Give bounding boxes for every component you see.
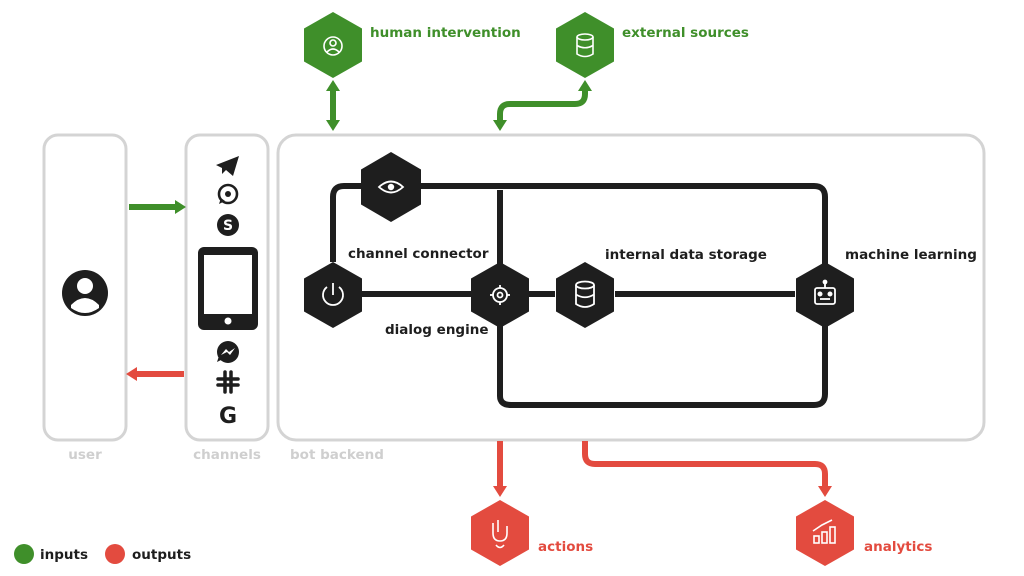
machine-learning-label: machine learning — [845, 247, 977, 263]
channels-container — [184, 133, 270, 442]
user-avatar-icon — [62, 270, 108, 316]
user-label: user — [68, 447, 102, 463]
actions-node — [471, 500, 529, 566]
messenger-icon — [217, 341, 239, 363]
user-to-channels-arrow — [129, 200, 186, 214]
backend-connectors — [330, 183, 828, 408]
eye-icon — [377, 180, 405, 194]
legend-inputs-label: inputs — [40, 547, 88, 563]
legend-outputs-swatch — [105, 544, 125, 564]
channel-connector-label: channel connector — [348, 246, 489, 262]
analytics-label: analytics — [864, 539, 932, 555]
skype-icon: S — [217, 214, 239, 236]
human-intervention-node — [304, 12, 362, 78]
google-icon: G — [219, 404, 237, 429]
actions-arrow — [493, 441, 507, 497]
bar-chart-icon — [812, 519, 836, 544]
plug-icon — [322, 283, 344, 306]
hand-pointer-icon — [492, 520, 508, 549]
svg-text:G: G — [219, 404, 237, 429]
channels-to-user-arrow — [126, 367, 184, 381]
channels-label: channels — [193, 447, 261, 463]
backend-container — [276, 133, 986, 442]
tablet-icon — [198, 247, 258, 330]
whatsapp-icon — [217, 183, 239, 205]
telegram-icon — [216, 156, 239, 176]
legend-outputs-label: outputs — [132, 547, 191, 563]
svg-text:S: S — [223, 218, 233, 234]
eye-node — [361, 152, 421, 222]
user-container — [42, 133, 128, 442]
analytics-node — [796, 500, 854, 566]
machine-learning-node — [796, 262, 854, 328]
legend-inputs-swatch — [14, 544, 34, 564]
actions-label: actions — [538, 539, 593, 555]
slack-icon — [216, 370, 240, 394]
analytics-arrow — [582, 441, 832, 497]
external-sources-label: external sources — [622, 25, 749, 41]
database-icon — [576, 33, 594, 58]
internal-data-storage-label: internal data storage — [605, 247, 767, 263]
human-intervention-label: human intervention — [370, 25, 521, 41]
dialog-engine-node — [471, 262, 529, 328]
external-sources-arrow — [493, 80, 592, 131]
robot-icon — [814, 279, 836, 305]
backend-label: bot backend — [290, 447, 384, 463]
dialog-engine-label: dialog engine — [385, 322, 489, 338]
internal-data-storage-node — [556, 262, 614, 328]
channel-connector-node — [304, 262, 362, 328]
person-circle-icon — [323, 36, 343, 56]
external-sources-node — [556, 12, 614, 78]
human-intervention-arrow — [326, 80, 340, 131]
database-icon — [575, 280, 595, 308]
gear-icon — [490, 285, 510, 305]
